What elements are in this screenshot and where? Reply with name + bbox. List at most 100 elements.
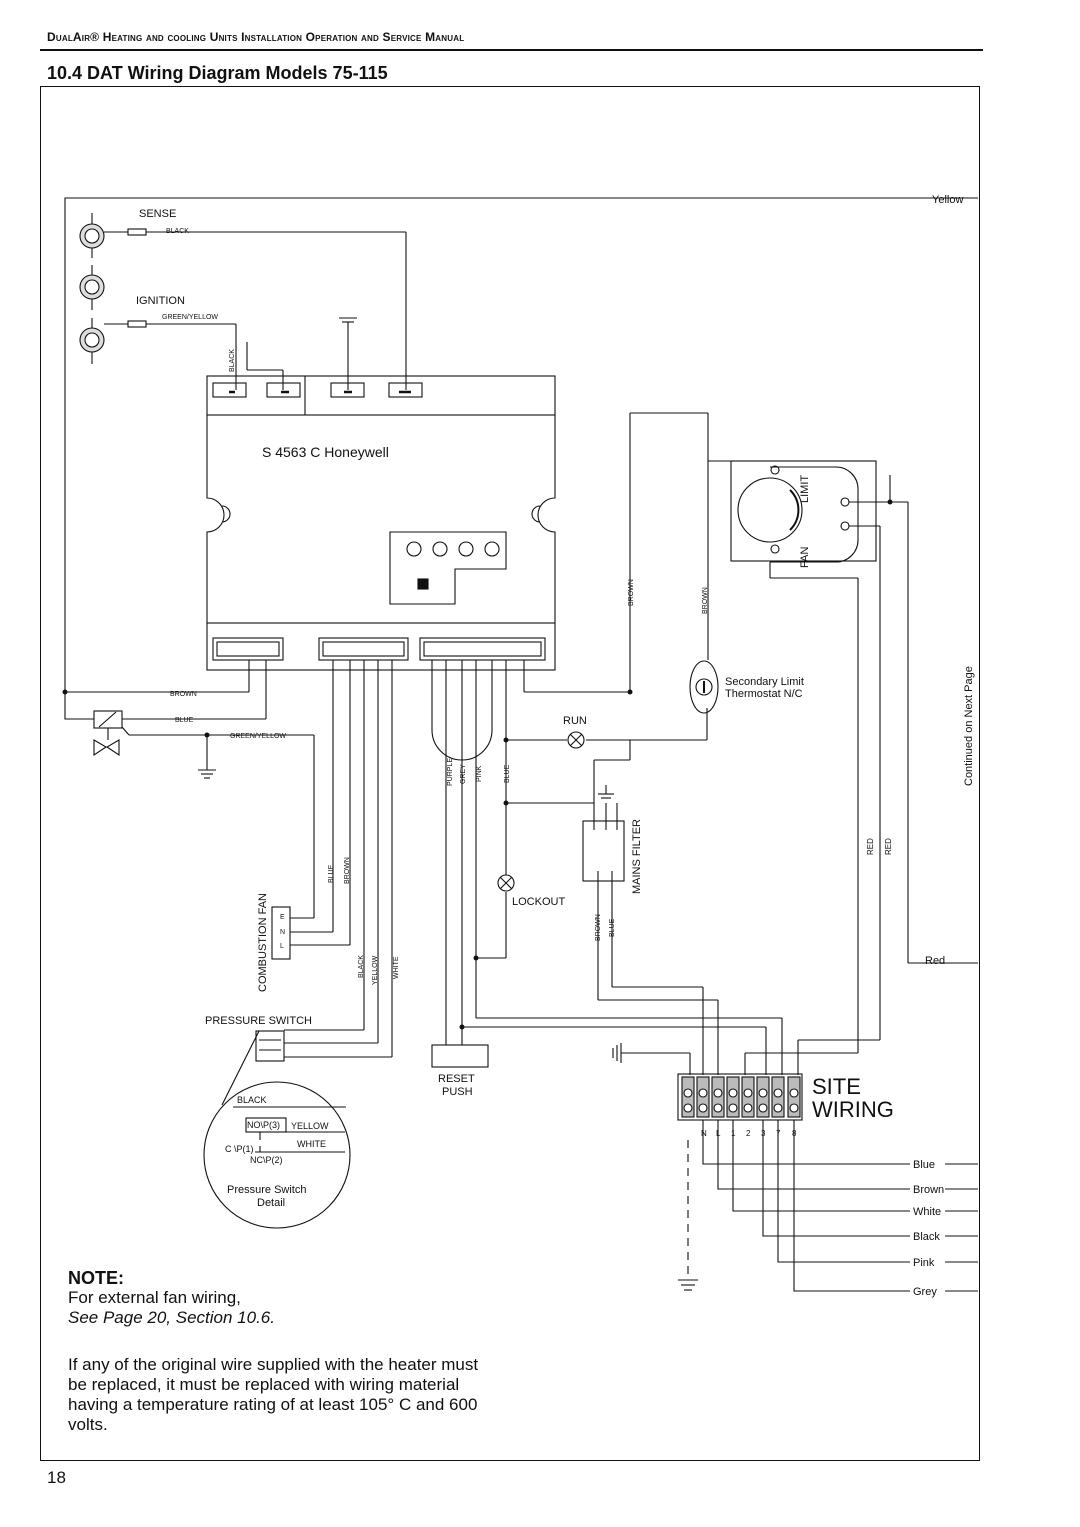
terminal-screw-icon — [771, 1076, 785, 1118]
fan-terminal-l: L — [280, 943, 284, 950]
site-label: SITE — [812, 1074, 861, 1099]
pink-label: PINK — [476, 765, 483, 782]
note-block: NOTE: For external fan wiring, See Page … — [68, 1268, 275, 1328]
gas-valve-wiring — [65, 660, 315, 919]
ps-yellow-label: YELLOW — [372, 955, 379, 985]
reset-push-button-icon — [431, 1044, 489, 1068]
ignition-black-label: BLACK — [229, 349, 236, 372]
terminal-label: 2 — [746, 1129, 751, 1138]
pressure-switch-detail — [203, 1081, 351, 1229]
terminal-label: N — [701, 1129, 707, 1138]
mains-filter-label: MAINS FILTER — [631, 819, 643, 894]
running-head: DualAir® Heating and cooling Units Insta… — [47, 30, 465, 44]
note-heading: NOTE: — [68, 1268, 124, 1288]
grey-label: GREY — [460, 764, 467, 784]
terminal-screw-icon — [787, 1076, 801, 1118]
valve-brown-label: BROWN — [170, 691, 197, 698]
fan-terminal-e: E — [280, 914, 285, 921]
ps-black-label: BLACK — [358, 955, 365, 978]
detail-white: WHITE — [297, 1139, 326, 1149]
page-number: 18 — [47, 1468, 66, 1487]
red-label-2: RED — [884, 838, 893, 855]
honeywell-controller — [206, 375, 556, 671]
junction-dot — [473, 955, 479, 961]
limit-brown-label-1: BROWN — [628, 579, 635, 606]
secondary-limit-label-2: Thermostat N/C — [725, 688, 803, 700]
diagram-frame — [40, 86, 980, 1461]
red-label-1: RED — [866, 838, 875, 855]
combustion-fan-block — [271, 906, 350, 960]
site-wire-label: Blue — [913, 1159, 935, 1171]
ground-icon-top — [339, 317, 357, 390]
electrode-middle-icon — [79, 265, 105, 310]
limit-label: LIMIT — [799, 475, 811, 503]
mains-filter-block — [582, 740, 719, 1075]
controller-lower-wires — [284, 660, 393, 1058]
wiring-label: WIRING — [812, 1097, 894, 1122]
run-label: RUN — [563, 715, 587, 727]
fan-limit-control — [708, 460, 978, 1075]
gas-valve-icon — [93, 710, 123, 757]
blue-label: BLUE — [504, 764, 511, 783]
junction-dot — [503, 737, 509, 743]
detail-nc-p2: NC\P(2) — [250, 1155, 283, 1165]
terminal-screw-icon — [681, 1076, 695, 1118]
sense-wire-label: BLACK — [166, 228, 189, 235]
fan-label: FAN — [799, 547, 811, 568]
yellow-loop-wire — [64, 197, 978, 720]
lockout-lamp-icon — [497, 874, 515, 892]
red-wire-label: Red — [925, 955, 945, 967]
site-wire-label: White — [913, 1206, 941, 1218]
valve-gy-label: GREEN/YELLOW — [230, 733, 286, 740]
mf-blue-label: BLUE — [609, 918, 616, 937]
fan-blue-label: BLUE — [328, 864, 335, 883]
yellow-wire-label: Yellow — [932, 194, 963, 206]
junction-dot — [503, 800, 509, 806]
secondary-limit-label-1: Secondary Limit — [725, 676, 804, 688]
ignition-wire — [104, 320, 237, 390]
ignition-wire-label: GREEN/YELLOW — [162, 314, 218, 321]
valve-blue-label: BLUE — [175, 717, 194, 724]
junction-dot — [887, 499, 893, 505]
section-title: 10.4 DAT Wiring Diagram Models 75-115 — [47, 63, 388, 83]
pressure-switch-connector — [221, 1030, 285, 1106]
terminal-screw-icon — [711, 1076, 725, 1118]
terminal-screw-icon — [726, 1076, 740, 1118]
terminal-screw-icon — [756, 1076, 770, 1118]
limit-wires — [629, 412, 709, 692]
junction-dot — [62, 689, 68, 695]
site-wire-label: Grey — [913, 1286, 937, 1298]
note-line-2: See Page 20, Section 10.6. — [68, 1308, 275, 1327]
mf-brown-label: BROWN — [595, 914, 602, 941]
note-line-1: For external fan wiring, — [68, 1288, 241, 1307]
electrode-sense-icon — [79, 213, 105, 258]
combustion-fan-label: COMBUSTION FAN — [257, 893, 269, 992]
detail-no-p3: NO\P(3) — [247, 1120, 280, 1130]
detail-yellow: YELLOW — [291, 1121, 329, 1131]
fan-terminal-n: N — [280, 929, 285, 936]
electrode-ignition-icon — [79, 318, 105, 364]
site-wire-label: Pink — [913, 1257, 935, 1269]
note-paragraph: If any of the original wire supplied wit… — [68, 1355, 479, 1434]
site-wire-label: Brown — [913, 1184, 944, 1196]
detail-caption-2: Detail — [257, 1197, 285, 1209]
push-label: PUSH — [442, 1086, 473, 1098]
lockout-label: LOCKOUT — [512, 896, 565, 908]
ignition-label: IGNITION — [136, 295, 185, 307]
junction-dot — [459, 1024, 465, 1030]
controller-label: S 4563 C Honeywell — [262, 444, 389, 460]
fan-brown-label: BROWN — [344, 857, 351, 884]
detail-black: BLACK — [237, 1095, 267, 1105]
terminal-screw-icon — [741, 1076, 755, 1118]
header-rule — [40, 49, 983, 51]
site-wire-label: Black — [913, 1231, 940, 1243]
run-lamp-icon — [567, 731, 585, 749]
junction-dot — [204, 732, 210, 738]
reset-label: RESET — [438, 1073, 475, 1085]
pressure-switch-label: PRESSURE SWITCH — [205, 1015, 312, 1027]
ps-white-label: WHITE — [393, 956, 400, 979]
earth-dashed-wire — [678, 1140, 698, 1291]
